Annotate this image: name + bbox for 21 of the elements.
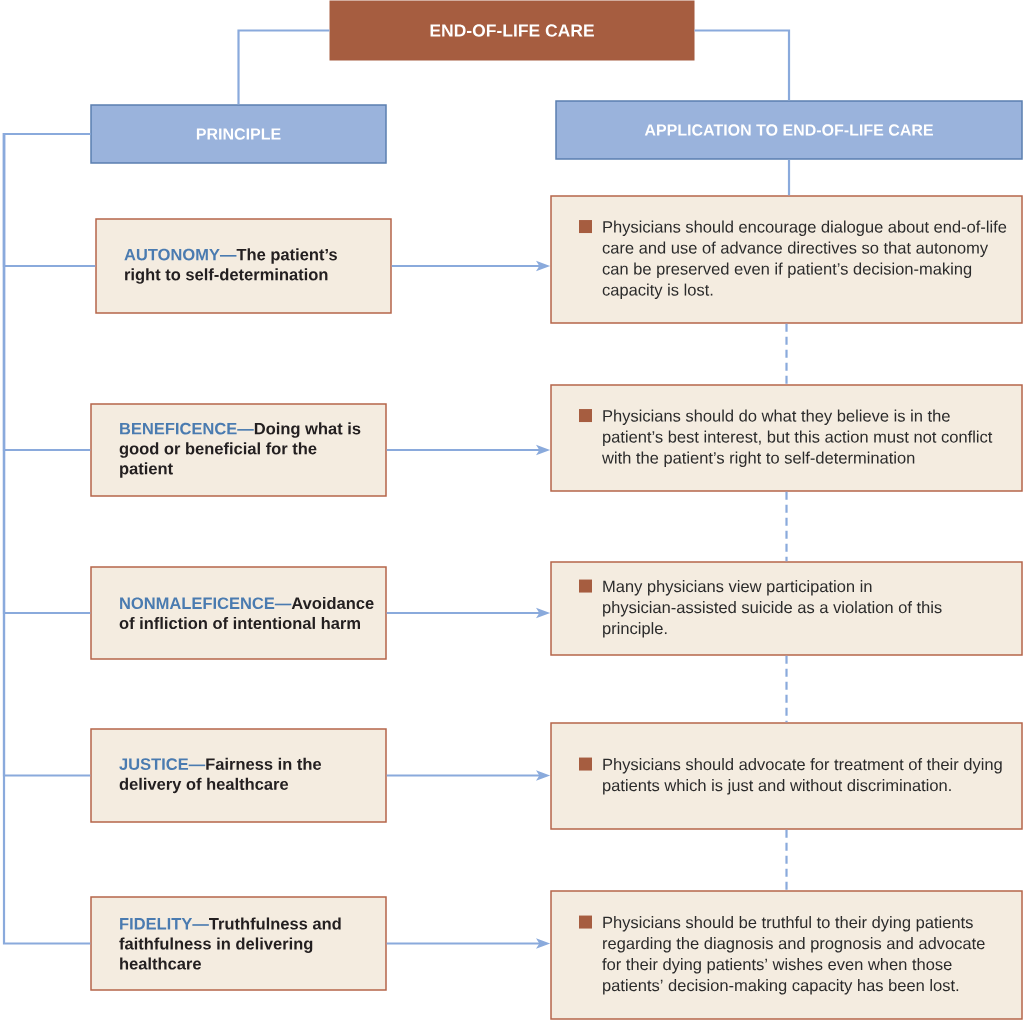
connector-line xyxy=(2,132,91,945)
dashed-connector xyxy=(785,655,788,723)
connector-line xyxy=(694,29,791,101)
principle-box: JUSTICE—Fairness in the delivery of healthcare xyxy=(90,728,387,823)
principle-box: NONMALEFICENCE—Avoidance of infliction of intentional harm xyxy=(90,566,387,660)
dashed-connector xyxy=(785,491,788,562)
connector-line xyxy=(237,29,330,105)
principle-box: AUTONOMY—The patient’s right to self-determination xyxy=(95,218,392,314)
dashed-connector xyxy=(785,829,788,891)
principle-box: FIDELITY—Truthfulness and faithfulness in delivering healthcare xyxy=(90,896,387,991)
application-box: Many physicians view participation in physician-assisted suicide as a violation of this principle. xyxy=(550,561,1023,656)
principle-box: BENEFICENCE—Doing what is good or beneficial for the patient xyxy=(90,403,387,497)
column-header-box: APPLICATION TO END-OF-LIFE CARE xyxy=(555,100,1023,160)
application-box: Physicians should be truthful to their dying patients regarding the diagnosis and prognosis and advocate for their dying patients’ wishes even when those patients’ decision-making capacity has been lost. xyxy=(550,890,1023,1020)
connector-line xyxy=(787,159,791,196)
column-header-box: PRINCIPLE xyxy=(90,104,387,164)
application-box: Physicians should encourage dialogue about end-of-life care and use of advance directives so that autonomy can be preserved even if patient’s decision-making capacity is lost. xyxy=(550,195,1023,324)
application-box: Physicians should do what they believe is in the patient’s best interest, but this action must not conflict with the patient’s right to self-determination xyxy=(550,384,1023,492)
dashed-connector xyxy=(785,323,788,385)
title-box: END-OF-LIFE CARE xyxy=(329,0,695,61)
application-box: Physicians should advocate for treatment of their dying patients which is just and without discrimination. xyxy=(550,722,1023,830)
